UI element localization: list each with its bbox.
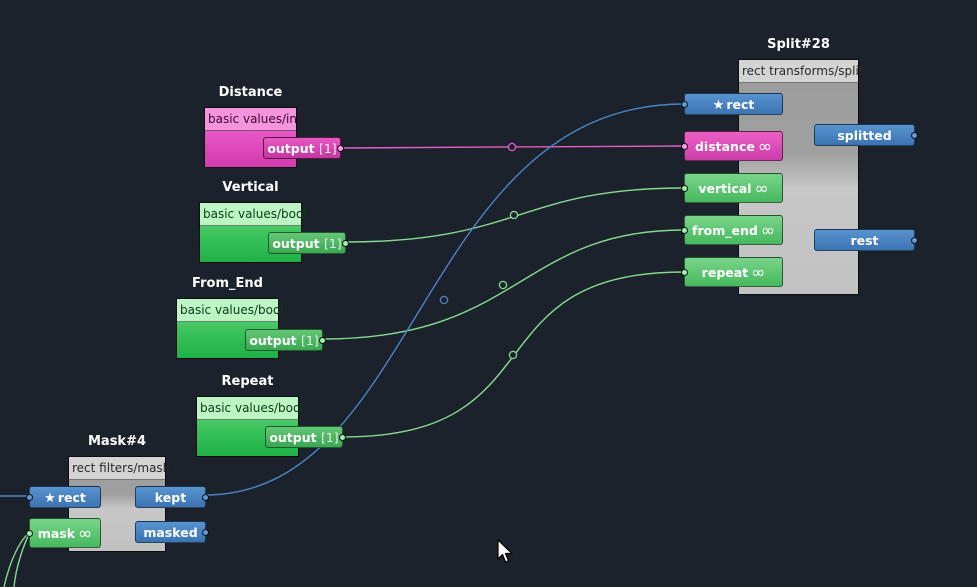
input-port-distance[interactable]: distance∞ [681,131,783,161]
node-distance[interactable]: Distance basic values/int output [1] [204,85,344,168]
node-title: Distance [218,85,283,100]
node-title: Repeat [221,374,274,389]
wire-vertical[interactable] [345,187,685,243]
wire-midpoint-distance[interactable] [507,142,517,152]
output-port-splitted[interactable]: splitted [814,124,918,146]
connector-dot[interactable] [681,227,688,234]
node-mask[interactable]: Mask#4 rect filters/mask ★rect mask∞ kep… [26,434,209,552]
connector-dot[interactable] [342,240,349,247]
port-label: output [249,333,297,348]
node-title: Mask#4 [87,434,147,449]
connector-dot[interactable] [681,143,688,150]
output-port[interactable]: output [1] [263,137,344,159]
input-port-repeat[interactable]: repeat∞ [681,257,783,287]
connector-dot[interactable] [911,237,918,244]
node-title: From_End [192,276,263,291]
output-port-masked[interactable]: masked [135,521,209,543]
node-type-label: basic values/bool [177,299,284,322]
infinity-icon: ∞ [751,263,766,283]
output-port[interactable]: output [1] [265,426,346,448]
input-port-from-end[interactable]: from_end∞ [681,215,783,245]
node-title: Vertical [222,180,279,195]
port-index: [1] [318,141,337,156]
infinity-icon: ∞ [757,137,773,157]
node-title: Split#28 [767,37,830,52]
cursor-arrow-icon [497,539,513,563]
connector-dot[interactable] [319,337,326,344]
node-type-label: rect filters/mask [69,457,170,480]
wire-midpoint-repeat[interactable] [508,350,518,360]
node-type-label: rect transforms/split [739,60,864,83]
wire-midpoint-rect[interactable] [439,295,449,305]
star-icon: ★ [44,491,56,506]
wire-kept-to-rect[interactable] [204,103,685,496]
port-label: rect [57,490,86,505]
node-split[interactable]: Split#28 rect transforms/split ★rect dis… [681,37,918,295]
node-body[interactable]: basic values/bool [176,298,284,359]
node-from-end[interactable]: From_End basic values/bool output [1] [176,276,326,359]
port-index: [1] [323,236,342,251]
port-label: splitted [837,128,892,143]
input-port-rect[interactable]: ★rect [681,93,783,115]
port-label: mask [37,526,76,541]
port-label: repeat [701,265,749,280]
port-label: output [269,430,317,445]
infinity-icon: ∞ [754,179,769,199]
connector-dot[interactable] [337,145,344,152]
input-port-vertical[interactable]: vertical∞ [681,173,783,203]
output-port[interactable]: output [1] [268,232,349,254]
connector-dot[interactable] [26,530,33,537]
infinity-icon: ∞ [760,221,775,241]
port-label: kept [154,490,187,505]
port-label: output [272,236,320,251]
input-port-mask[interactable]: mask∞ [26,518,101,548]
port-label: from_end [692,223,758,238]
connector-dot[interactable] [202,529,209,536]
port-label: vertical [698,181,752,196]
connector-dot[interactable] [339,434,346,441]
node-type-label: basic values/bool [200,203,307,226]
wire-from-end[interactable] [322,229,685,340]
input-port-rect[interactable]: ★rect [26,486,101,508]
output-port[interactable]: output [1] [245,329,326,351]
output-port-rest[interactable]: rest [814,229,918,251]
star-icon: ★ [712,98,725,113]
port-label: distance [694,139,755,154]
node-repeat[interactable]: Repeat basic values/bool output [1] [196,374,346,457]
port-label: rest [850,233,879,248]
connector-dot[interactable] [202,494,209,501]
node-vertical[interactable]: Vertical basic values/bool output [1] [199,180,349,263]
port-label: rect [726,97,755,112]
infinity-icon: ∞ [78,524,93,544]
connector-dot[interactable] [681,185,688,192]
wire-distance[interactable] [340,145,685,149]
connector-dot[interactable] [911,132,918,139]
port-index: [1] [300,333,319,348]
connector-dot[interactable] [681,269,688,276]
connector-dot[interactable] [26,494,33,501]
output-port-kept[interactable]: kept [135,486,209,508]
connector-dot[interactable] [681,101,688,108]
node-type-label: basic values/bool [197,397,304,420]
node-body[interactable]: basic values/int [204,107,302,168]
node-type-label: basic values/int [205,108,302,131]
wire-midpoint-vertical[interactable] [509,210,519,220]
port-index: [1] [320,430,339,445]
port-label: masked [143,525,198,540]
wire-midpoint-from-end[interactable] [498,280,508,290]
port-label: output [267,141,315,156]
